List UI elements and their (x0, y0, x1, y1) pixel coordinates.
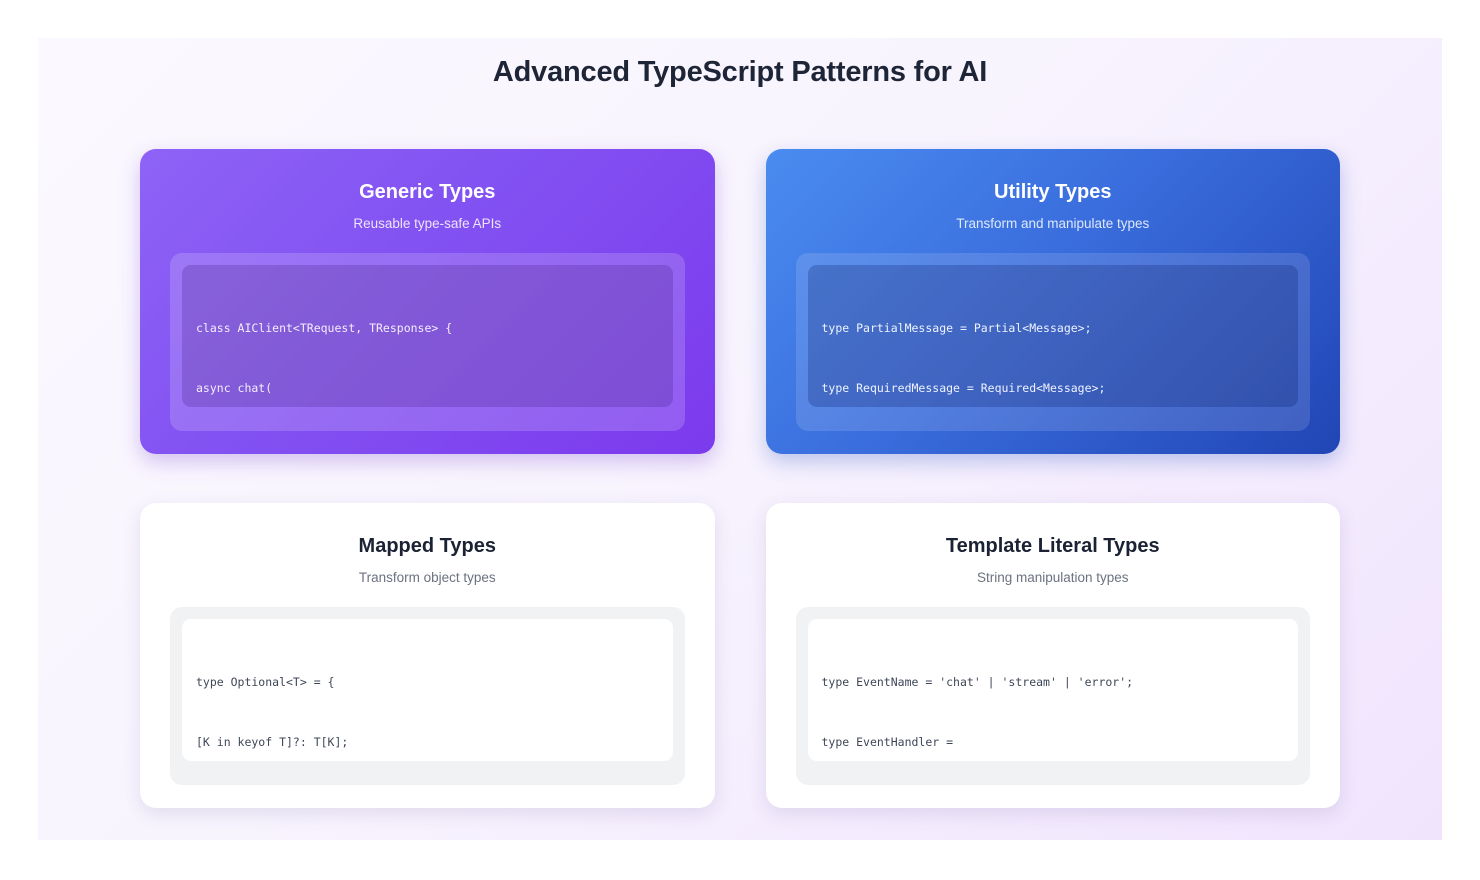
code-block: type PartialMessage = Partial<Message>; … (807, 265, 1298, 407)
code-panel: type EventName = 'chat' | 'stream' | 'er… (795, 607, 1310, 785)
code-block: class AIClient<TRequest, TResponse> { as… (182, 265, 673, 407)
card-title: Template Literal Types (945, 535, 1160, 557)
code-line: type Optional<T> = { (196, 675, 335, 689)
code-line: type PartialMessage = Partial<Message>; (821, 321, 1092, 335)
code-line: async chat( (196, 381, 273, 395)
card-title: Utility Types (994, 181, 1112, 203)
page-container: Advanced TypeScript Patterns for AI Gene… (38, 38, 1442, 840)
pattern-card-grid: Generic Types Reusable type-safe APIs cl… (140, 149, 1340, 808)
code-panel: type PartialMessage = Partial<Message>; … (795, 253, 1310, 431)
card-utility-types[interactable]: Utility Types Transform and manipulate t… (765, 149, 1340, 454)
code-line: type RequiredMessage = Required<Message>… (821, 381, 1106, 395)
card-title: Generic Types (359, 181, 496, 203)
code-panel: class AIClient<TRequest, TResponse> { as… (170, 253, 685, 431)
code-line: class AIClient<TRequest, TResponse> { (196, 321, 453, 335)
card-subtitle: Transform and manipulate types (956, 216, 1150, 231)
card-subtitle: Reusable type-safe APIs (353, 216, 502, 231)
code-line: type EventName = 'chat' | 'stream' | 'er… (821, 675, 1134, 689)
code-line: [K in keyof T]?: T[K]; (196, 735, 349, 749)
code-block: type EventName = 'chat' | 'stream' | 'er… (807, 619, 1298, 761)
card-generic-types[interactable]: Generic Types Reusable type-safe APIs cl… (140, 149, 715, 454)
code-panel: type Optional<T> = { [K in keyof T]?: T[… (170, 607, 685, 785)
card-mapped-types[interactable]: Mapped Types Transform object types type… (140, 503, 715, 808)
card-subtitle: Transform object types (358, 570, 496, 585)
code-block: type Optional<T> = { [K in keyof T]?: T[… (182, 619, 673, 761)
code-line: type EventHandler = (821, 735, 954, 749)
page-title: Advanced TypeScript Patterns for AI (492, 56, 988, 88)
card-title: Mapped Types (358, 535, 496, 557)
card-subtitle: String manipulation types (976, 570, 1129, 585)
card-template-literal-types[interactable]: Template Literal Types String manipulati… (765, 503, 1340, 808)
